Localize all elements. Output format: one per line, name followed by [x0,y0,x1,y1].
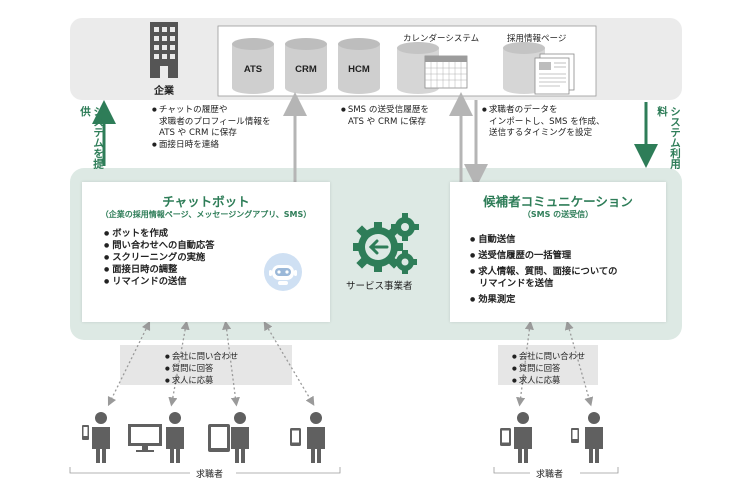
arrow-left-icon [368,239,389,255]
comm-subtitle: （SMS の送受信） [522,210,594,219]
dotted-arrow-right-1 [516,320,534,407]
list-item: 送受信履歴の一括管理 [470,250,617,262]
chatbot-panel: チャットボット （企業の採用情報ページ、メッセージングアプリ、SMS） ボットを… [82,182,330,322]
person-icon [166,412,184,463]
provide-system-label: システムを提供 [79,106,104,169]
list-item: リマインドの送信 [104,276,215,288]
comm-title: 候補者コミュニケーション [483,194,633,209]
phone-icon [500,428,511,446]
note-sms-to-company: SMS の送受信履歴を ATS や CRM に保存 [341,105,429,128]
system-label-hcm: HCM [348,64,370,75]
database-icon-jobpage [503,42,545,94]
seeker-bracket-left [69,467,341,474]
person-icon [307,412,325,463]
tablet-icon [208,424,230,452]
seeker-bracket-right [493,467,619,474]
list-item: ボットを作成 [104,228,215,240]
system-label-ats: ATS [244,64,262,75]
document-icon [534,53,575,95]
list-item: 面接日時の調整 [104,264,215,276]
provider-label: サービス事業者 [346,281,413,292]
chatbot-title: チャットボット [162,194,250,209]
seeker-label-right: 求職者 [536,470,564,480]
database-icon-hcm [338,38,380,94]
person-icon [514,412,532,463]
building-icon [150,22,178,78]
database-icon-ats [232,38,274,94]
chatbot-feature-list: ボットを作成 問い合わせへの自動応答 スクリーニングの実施 面接日時の調整 リマ… [104,228,215,288]
note-company-to-comm: 求職者のデータを インポートし、SMS を作成、 送信するタイミングを設定 [482,105,605,140]
gear-icon [353,213,419,274]
list-item-continued: リマインドを送信 [479,278,554,289]
list-item: 効果測定 [470,294,617,306]
person-icon [585,412,603,463]
system-label-jobpage: 採用情報ページ [507,33,566,44]
list-item: スクリーニングの実施 [104,252,215,264]
list-item: 問い合わせへの自動応答 [104,240,214,252]
company-label: 企業 [154,86,174,97]
person-icon [231,412,249,463]
system-fee-label: システム利用料 [656,106,681,169]
seeker-label-left: 求職者 [196,470,224,480]
monitor-icon [128,424,162,452]
phone-icon [571,428,579,443]
comm-feature-list: 自動送信 送受信履歴の一括管理 求人情報、質問、面接についての リマインドを送信… [470,234,617,306]
database-icon-crm [285,38,327,94]
dotted-arrow-left-1 [107,320,151,407]
robot-icon [264,253,302,291]
system-label-calendar: カレンダーシステム [403,33,479,44]
phone-icon [82,425,89,440]
calendar-icon [424,55,468,89]
chatbot-subtitle: （企業の採用情報ページ、メッセージングアプリ、SMS） [100,210,312,219]
list-item: 自動送信 [470,234,617,246]
person-icon [92,412,110,463]
note-chatbot-to-company: チャットの履歴や 求職者のプロフィール情報を ATS や CRM に保存 面接日… [152,105,271,151]
dotted-arrow-left-4 [263,321,315,406]
phone-icon [290,428,301,446]
system-label-crm: CRM [295,64,317,75]
seeker-actions-left: 会社に問い合わせ 質問に回答 求人に応募 [165,349,238,387]
dotted-arrow-left-3 [222,320,240,407]
list-item: 求人情報、質問、面接についての [470,266,617,278]
comm-panel: 候補者コミュニケーション （SMS の送受信） 自動送信 送受信履歴の一括管理 … [450,182,666,322]
seeker-actions-right: 会社に問い合わせ 質問に回答 求人に応募 [512,349,585,387]
